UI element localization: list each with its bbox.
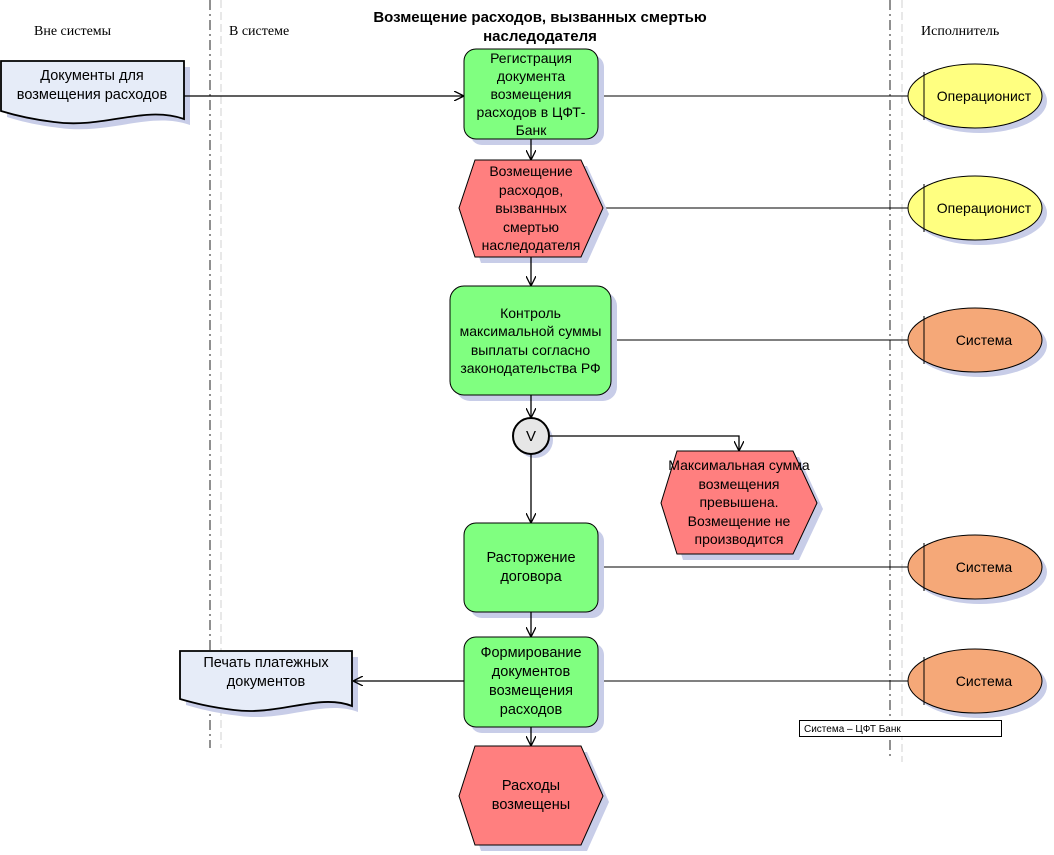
event-reimbursement-label: Возмещение расходов, вызванных смертью н… [481,163,581,254]
function-shapes [449,48,617,733]
lane-header-outside: Вне системы [34,24,112,39]
role-links [598,95,910,682]
role-1-label: Операционист [936,87,1032,104]
flow-arrows [184,96,739,745]
role-2-label: Операционист [936,199,1032,216]
event-done-label: Расходы возмещены [491,777,571,813]
output-document-shape [179,650,358,718]
event-exceeded-label: Максимальная сумма возмещения превышена.… [668,457,810,548]
role-4-label: Система [955,558,1013,575]
input-document-shape [0,60,190,130]
function-terminate-label: Расторжение договора [486,549,576,585]
function-register-label: Регистрация документа возмещения расходо… [476,50,586,138]
role-shapes [907,63,1047,718]
legend-note: Система – ЦФТ Банк [799,720,1002,737]
lane-dividers [209,0,903,762]
role-3-label: Система [955,331,1013,348]
xor-connector-label: V [525,427,536,445]
input-document-label: Документы для возмещения расходов [16,68,168,103]
diagram-title: Возмещение расходов, вызванных смертью н… [373,9,707,45]
event-shapes [458,159,823,851]
function-control-label: Контроль максимальной суммы выплаты согл… [459,304,602,377]
lane-header-performer: Исполнитель [921,24,1000,39]
output-document-label: Печать платежных документов [203,655,329,690]
function-form-docs-label: Формирование документов возмещения расхо… [480,645,582,718]
role-5-label: Система [955,672,1013,689]
lane-header-inside: В системе [229,24,290,39]
